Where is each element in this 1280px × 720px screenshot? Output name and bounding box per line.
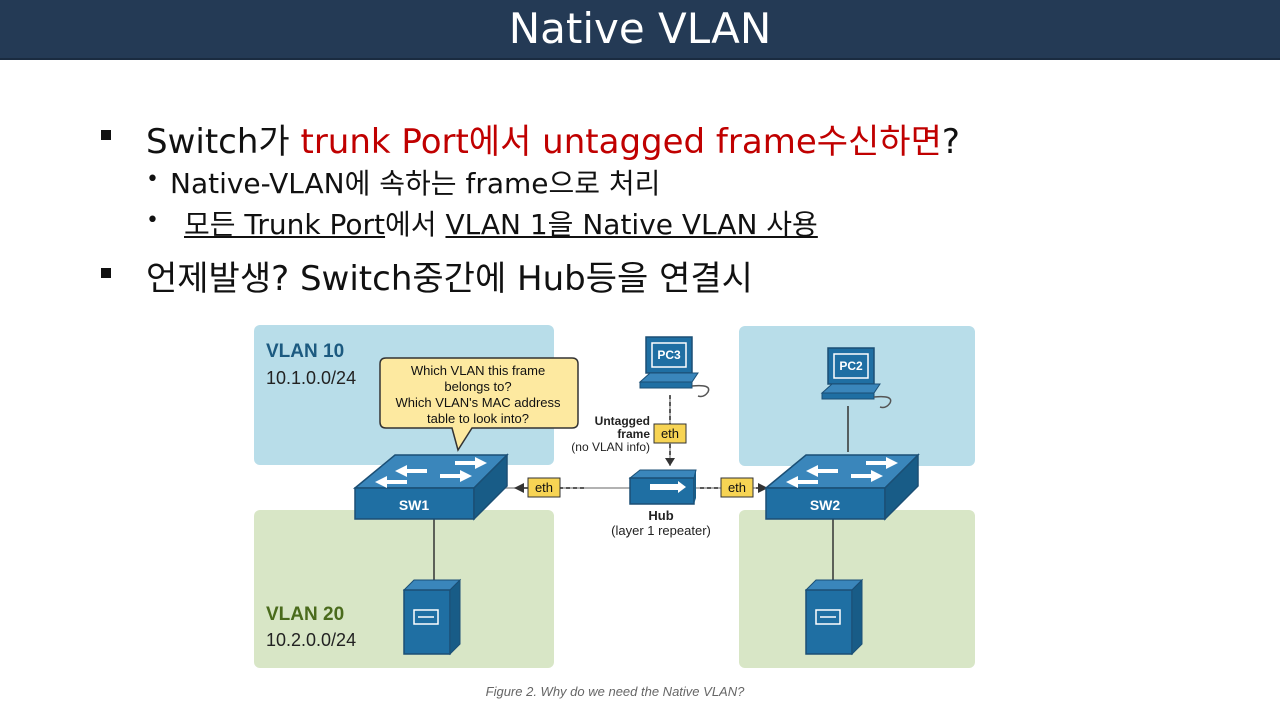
frame-label: frame [617, 427, 650, 441]
callout-line-2: belongs to? [444, 379, 511, 394]
eth-tag-vertical-label: eth [661, 426, 679, 441]
server-left-icon [402, 578, 462, 656]
pc2-label: PC2 [839, 359, 863, 373]
figure-caption: Figure 2. Why do we need the Native VLAN… [485, 684, 745, 699]
callout-line-3: Which VLAN's MAC address [395, 395, 561, 410]
server-right-icon [804, 578, 864, 656]
vlan10-label: VLAN 10 [266, 341, 344, 362]
untagged-label: Untagged [595, 414, 650, 428]
sub-2-text: 에서 [385, 208, 446, 241]
hub-icon [628, 469, 697, 505]
bullet-1: Switch가 trunk Port에서 untagged frame수신하면? [146, 114, 960, 163]
slide-title: Native VLAN [508, 4, 772, 53]
bullet-1-sub-2: 모든 Trunk Port에서 VLAN 1을 Native VLAN 사용 [184, 203, 818, 243]
bullet-1-end: ? [941, 122, 960, 162]
eth-tag-left-label: eth [535, 480, 553, 495]
vlan10-subnet: 10.1.0.0/24 [266, 368, 356, 388]
switch-sw2-icon [763, 453, 920, 521]
arrowhead-right [758, 483, 768, 493]
callout-line-1: Which VLAN this frame [411, 363, 545, 378]
bullet-square [101, 130, 111, 140]
vlan20-label: VLAN 20 [266, 604, 344, 625]
sub-bullet-dot: • [146, 167, 159, 192]
eth-tag-right [720, 477, 754, 498]
arrowhead-down [665, 458, 675, 466]
vlan20-subnet: 10.2.0.0/24 [266, 630, 356, 650]
pc3-label: PC3 [657, 348, 681, 362]
sw2-label: SW2 [810, 497, 841, 513]
sub-2-underlined-1: 모든 Trunk Port [184, 208, 386, 241]
bullet-list: Switch가 trunk Port에서 untagged frame수신하면?… [0, 0, 1280, 300]
bullet-1-sub-1: Native-VLAN에 속하는 frame으로 처리 [170, 167, 661, 200]
bullet-1-text: Switch가 [146, 122, 301, 162]
eth-tag-left [527, 477, 561, 498]
switch-sw1-icon [352, 453, 509, 521]
hub-label: Hub [648, 508, 673, 523]
title-bar [0, 0, 1280, 60]
eth-tag-vertical [653, 423, 687, 444]
bullet-2: 언제발생? Switch중간에 Hub등을 연결시 [146, 259, 753, 299]
pc2-icon [820, 347, 892, 409]
hub-description: (layer 1 repeater) [611, 523, 711, 538]
sub-bullet-dot: • [146, 208, 159, 233]
callout-line-4: table to look into? [427, 411, 529, 426]
no-vlan-info-label: (no VLAN info) [571, 440, 650, 454]
sw1-label: SW1 [399, 497, 430, 513]
vlan20-zone-left [254, 510, 554, 668]
bullet-1-highlight: trunk Port에서 untagged frame수신하면 [300, 122, 942, 162]
bullet-square [101, 268, 111, 278]
sub-2-underlined-2: VLAN 1을 Native VLAN 사용 [445, 208, 818, 241]
arrowhead-left [514, 483, 524, 493]
question-callout [379, 357, 579, 452]
eth-tag-right-label: eth [728, 480, 746, 495]
pc3-icon [638, 336, 710, 398]
